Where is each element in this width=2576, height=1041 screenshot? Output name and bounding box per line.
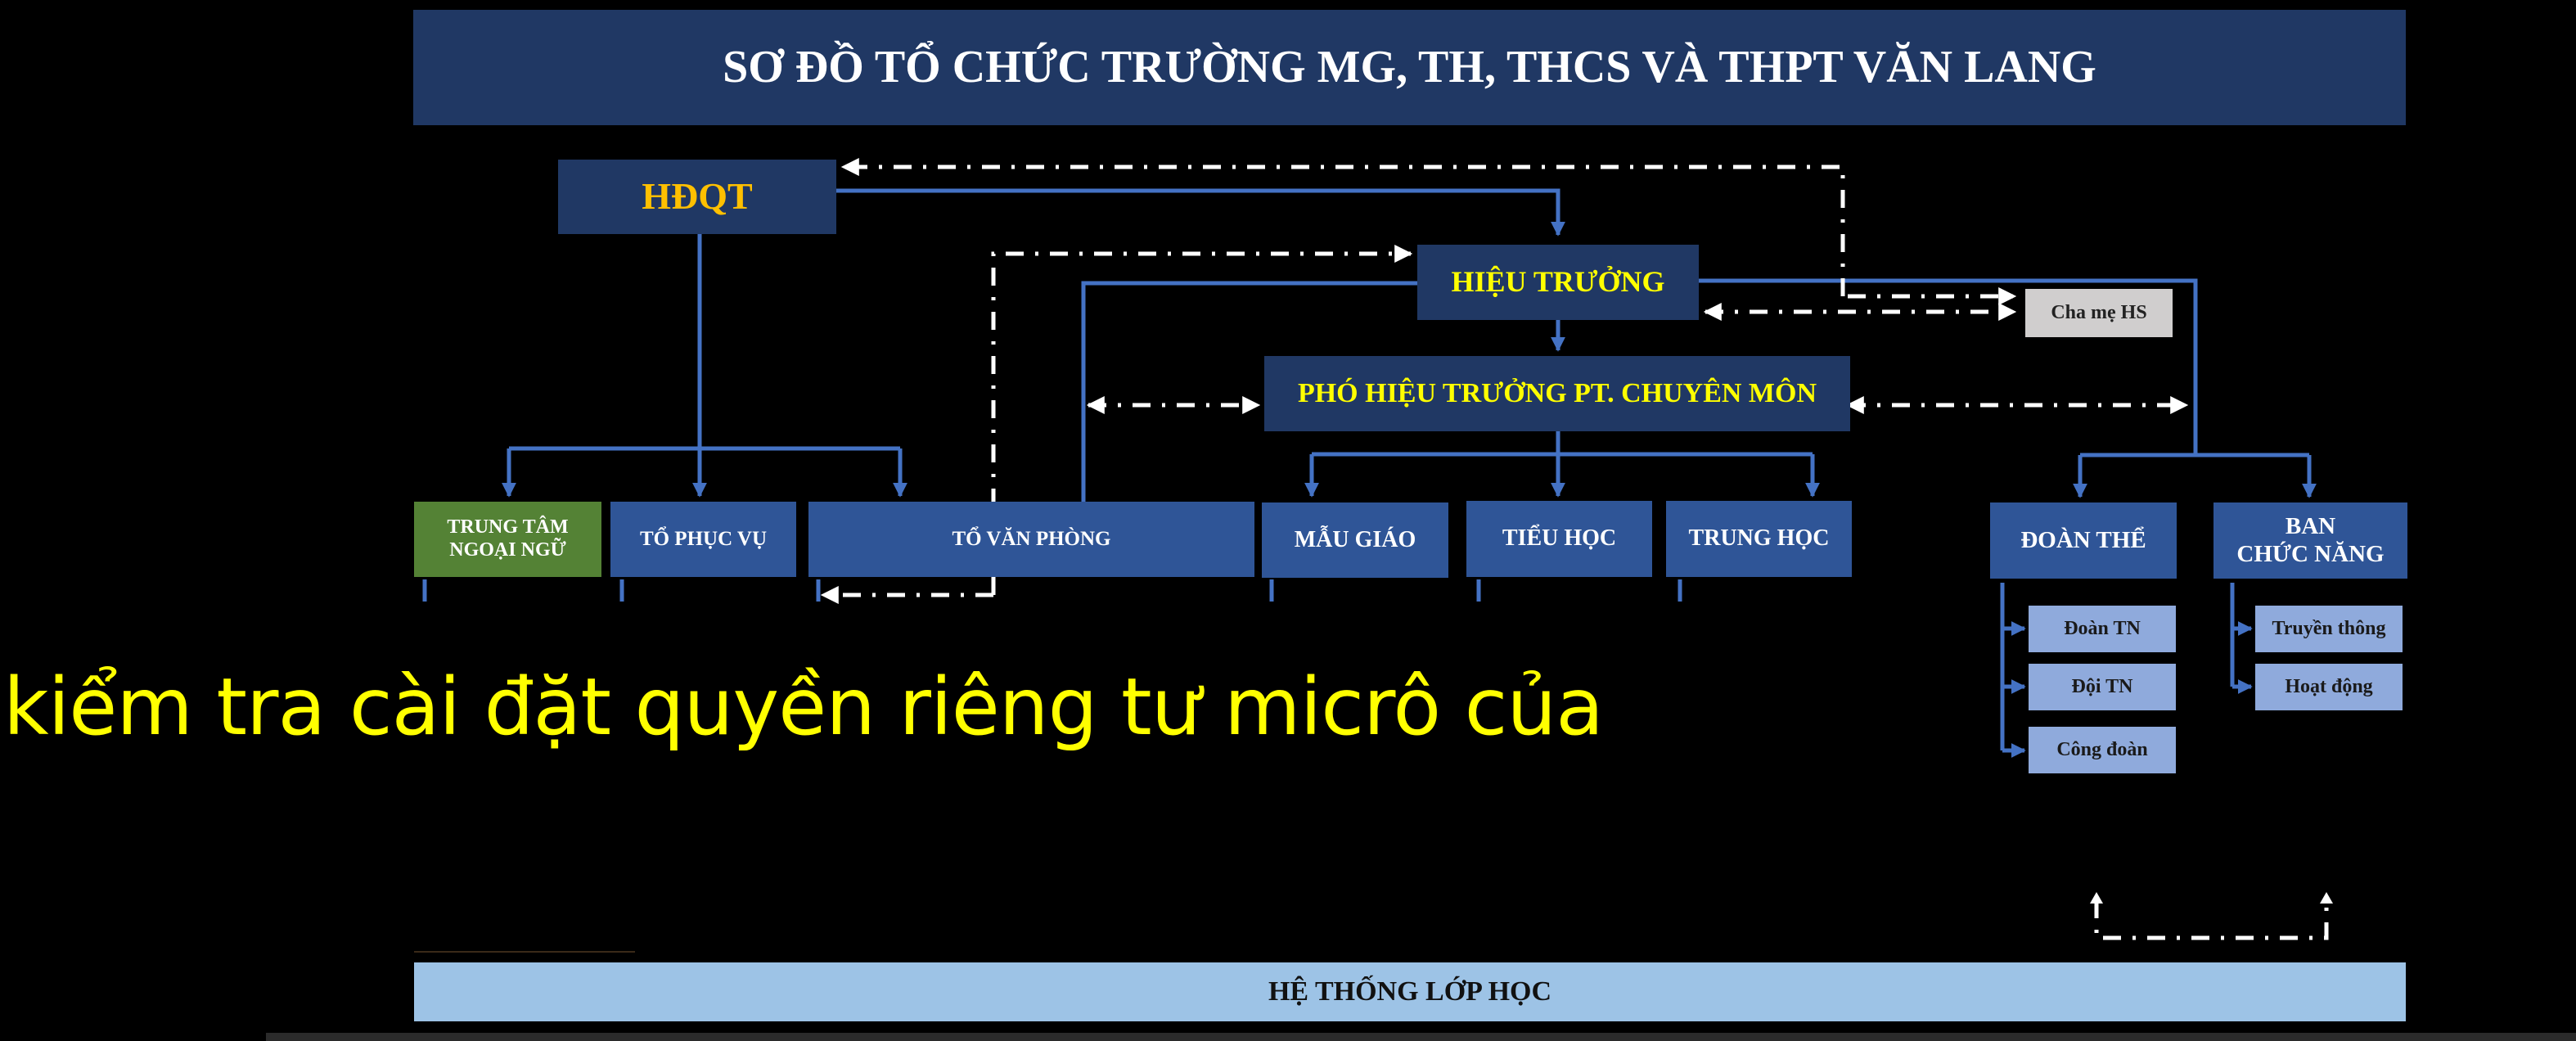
node-trung-tam-line1: TRUNG TÂM bbox=[447, 516, 569, 539]
node-ban-chuc-nang-line1: BAN bbox=[2285, 513, 2336, 540]
node-cha-me-hs-label: Cha mẹ HS bbox=[2051, 301, 2147, 323]
node-hdqt: HĐQT bbox=[558, 160, 836, 234]
node-he-thong-lop-hoc-label: HỆ THỐNG LỚP HỌC bbox=[1268, 976, 1552, 1007]
node-to-van-phong: TỔ VĂN PHÒNG bbox=[808, 502, 1254, 577]
node-hieu-truong-label: HIỆU TRƯỞNG bbox=[1451, 265, 1665, 299]
node-doan-tn-label: Đoàn TN bbox=[2064, 617, 2141, 639]
node-doi-tn-label: Đội TN bbox=[2071, 675, 2133, 697]
diagram-title: SƠ ĐỒ TỔ CHỨC TRƯỜNG MG, TH, THCS VÀ THP… bbox=[413, 10, 2406, 125]
bottom-strip bbox=[266, 1033, 2576, 1041]
node-hieu-truong: HIỆU TRƯỞNG bbox=[1417, 245, 1699, 320]
node-trung-hoc: TRUNG HỌC bbox=[1666, 501, 1852, 577]
node-doan-the-label: ĐOÀN THỂ bbox=[2020, 526, 2146, 553]
node-to-phuc-vu-label: TỔ PHỤC VỤ bbox=[639, 527, 768, 550]
node-truyen-thong: Truyền thông bbox=[2255, 606, 2403, 652]
node-cong-doan: Công đoàn bbox=[2029, 727, 2176, 773]
node-truyen-thong-label: Truyền thông bbox=[2272, 617, 2386, 639]
subtitle-caption: kiểm tra cài đặt quyền riêng tư micrô củ… bbox=[3, 661, 1604, 753]
diagram-title-text: SƠ ĐỒ TỔ CHỨC TRƯỜNG MG, TH, THCS VÀ THP… bbox=[723, 42, 2096, 93]
node-to-phuc-vu: TỔ PHỤC VỤ bbox=[610, 502, 796, 577]
node-pho-hieu-truong-label: PHÓ HIỆU TRƯỞNG PT. CHUYÊN MÔN bbox=[1297, 378, 1817, 409]
node-tieu-hoc: TIỂU HỌC bbox=[1466, 501, 1652, 577]
node-cong-doan-label: Công đoàn bbox=[2056, 738, 2148, 760]
node-he-thong-lop-hoc: HỆ THỐNG LỚP HỌC bbox=[414, 962, 2406, 1021]
node-trung-hoc-label: TRUNG HỌC bbox=[1688, 525, 1830, 552]
node-tieu-hoc-label: TIỂU HỌC bbox=[1502, 525, 1617, 552]
node-mau-giao: MẪU GIÁO bbox=[1262, 502, 1448, 578]
node-ban-chuc-nang-line2: CHỨC NĂNG bbox=[2236, 540, 2385, 567]
node-hoat-dong-label: Hoạt động bbox=[2285, 675, 2373, 697]
node-doi-tn: Đội TN bbox=[2029, 664, 2176, 710]
node-doan-tn: Đoàn TN bbox=[2029, 606, 2176, 652]
node-trung-tam-ngoai-ngu: TRUNG TÂM NGOẠI NGỮ bbox=[414, 502, 601, 577]
node-pho-hieu-truong: PHÓ HIỆU TRƯỞNG PT. CHUYÊN MÔN bbox=[1264, 356, 1850, 431]
node-hoat-dong: Hoạt động bbox=[2255, 664, 2403, 710]
node-to-van-phong-label: TỔ VĂN PHÒNG bbox=[952, 527, 1111, 550]
node-cha-me-hs: Cha mẹ HS bbox=[2025, 289, 2173, 337]
divider-line bbox=[414, 951, 635, 953]
node-doan-the: ĐOÀN THỂ bbox=[1990, 502, 2177, 579]
node-mau-giao-label: MẪU GIÁO bbox=[1294, 526, 1416, 552]
node-trung-tam-line2: NGOẠI NGỮ bbox=[449, 539, 566, 561]
node-hdqt-label: HĐQT bbox=[642, 175, 753, 218]
node-ban-chuc-nang: BAN CHỨC NĂNG bbox=[2213, 502, 2407, 579]
